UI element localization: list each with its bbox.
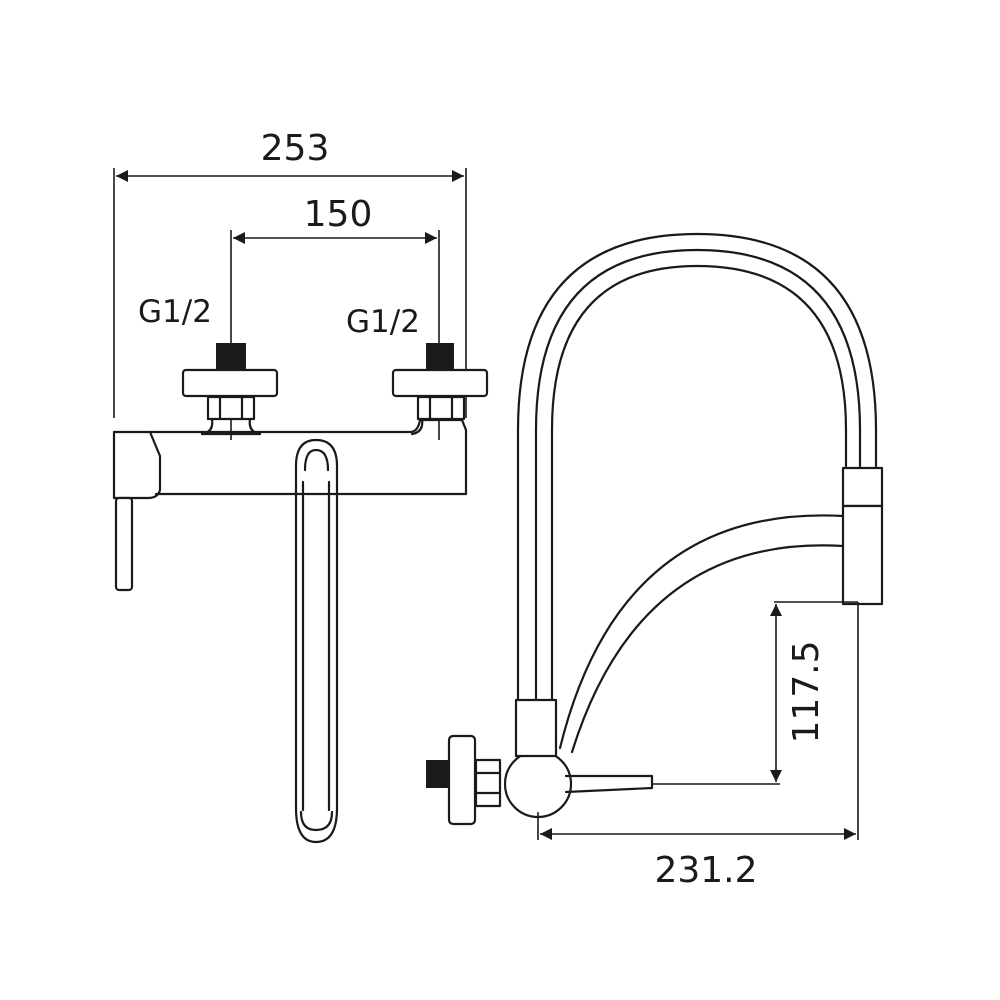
arched-spout bbox=[514, 232, 884, 758]
side-view: 117.5 231.2 bbox=[426, 232, 884, 891]
side-inlet-connector bbox=[426, 734, 502, 826]
mixer-body bbox=[148, 418, 468, 496]
dimension-spout-height: 117.5 bbox=[786, 640, 827, 743]
thread-label-left: G1/2 bbox=[138, 294, 212, 330]
left-inlet-connector bbox=[181, 343, 279, 436]
dimension-inlet-spacing: 150 bbox=[304, 194, 373, 235]
front-spout bbox=[294, 438, 339, 844]
front-view: 253 150 G1/2 G1/2 bbox=[112, 128, 489, 844]
side-body bbox=[503, 749, 573, 819]
right-inlet-connector bbox=[391, 343, 489, 436]
dimension-overall-width: 253 bbox=[261, 128, 330, 169]
thread-label-right: G1/2 bbox=[346, 304, 420, 340]
lever-handle bbox=[112, 430, 162, 592]
dimension-spout-reach: 231.2 bbox=[654, 850, 757, 891]
side-lever bbox=[564, 774, 654, 794]
